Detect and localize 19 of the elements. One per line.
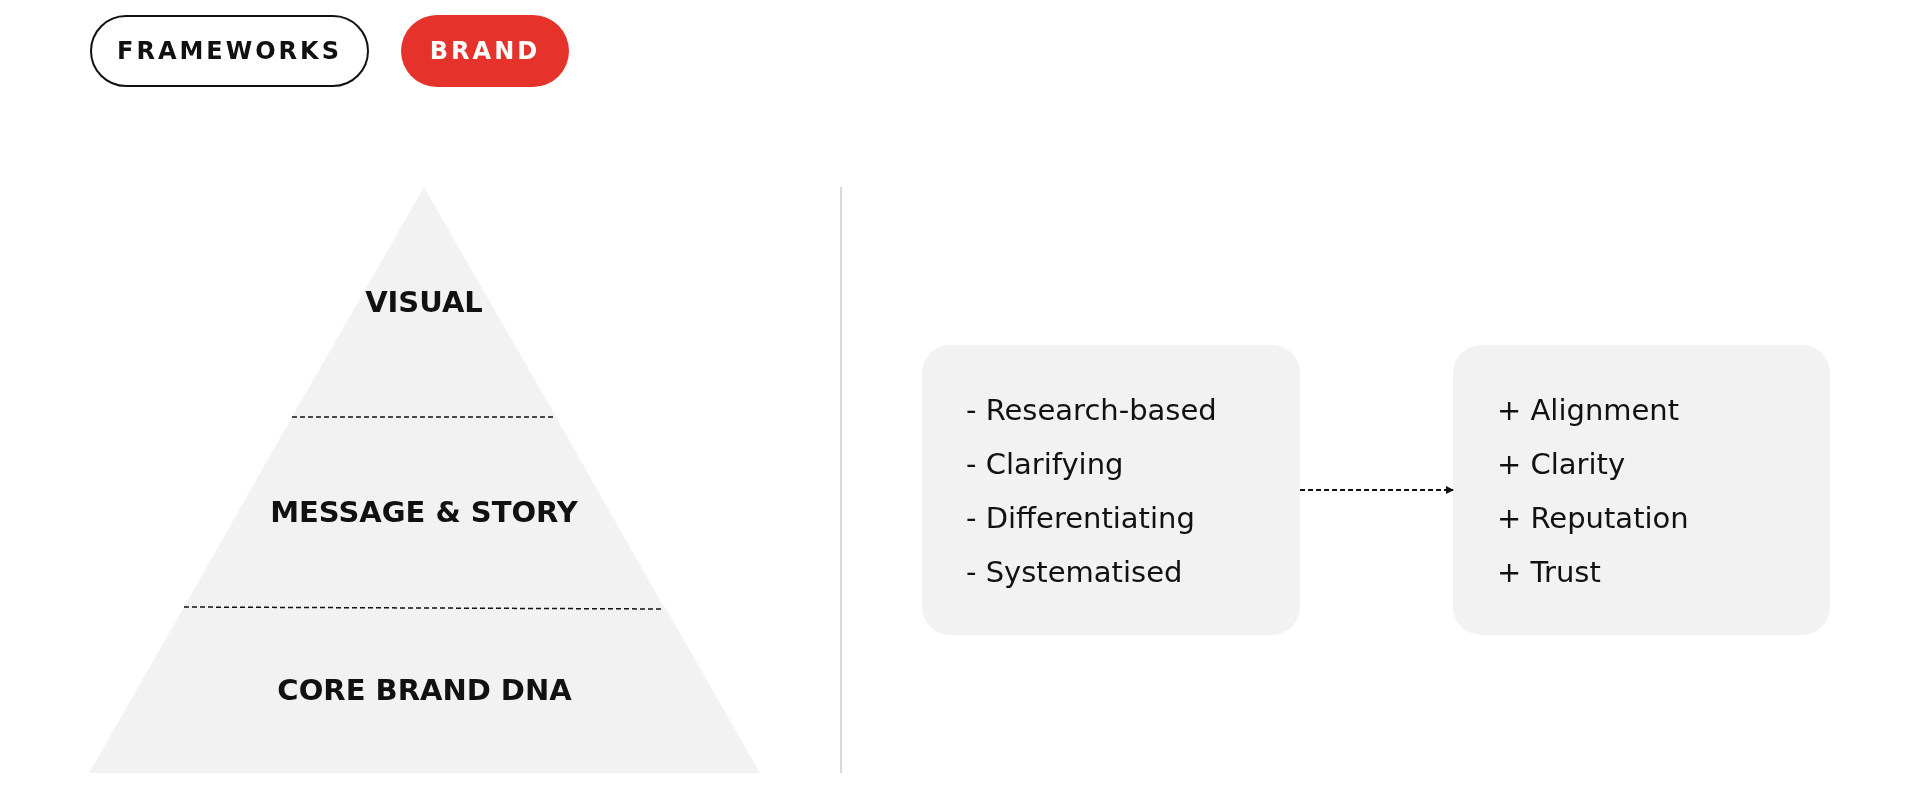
pyramid-layer: [292, 187, 556, 417]
list-item: + Alignment: [1497, 392, 1681, 429]
list-item: - Differentiating: [966, 500, 1196, 537]
pyramid-layer: [184, 417, 664, 607]
list-item: - Clarifying: [966, 446, 1125, 483]
pyramid-layer: [89, 607, 760, 773]
layer-label: VISUAL: [365, 285, 483, 319]
tag-pill: BRAND: [401, 15, 569, 87]
list-card: [1453, 345, 1830, 635]
list-item: - Research-based: [966, 392, 1218, 429]
list-item: + Trust: [1497, 554, 1602, 591]
layer-label: CORE BRAND DNA: [277, 673, 572, 707]
list-item: + Clarity: [1497, 446, 1627, 483]
layer-label: MESSAGE & STORY: [270, 495, 578, 529]
list-item: + Reputation: [1497, 500, 1690, 537]
tag-pill: FRAMEWORKS: [90, 15, 369, 87]
list-item: - Systematised: [966, 554, 1184, 591]
list-card: [922, 345, 1300, 635]
arrow: [1299, 486, 1454, 494]
